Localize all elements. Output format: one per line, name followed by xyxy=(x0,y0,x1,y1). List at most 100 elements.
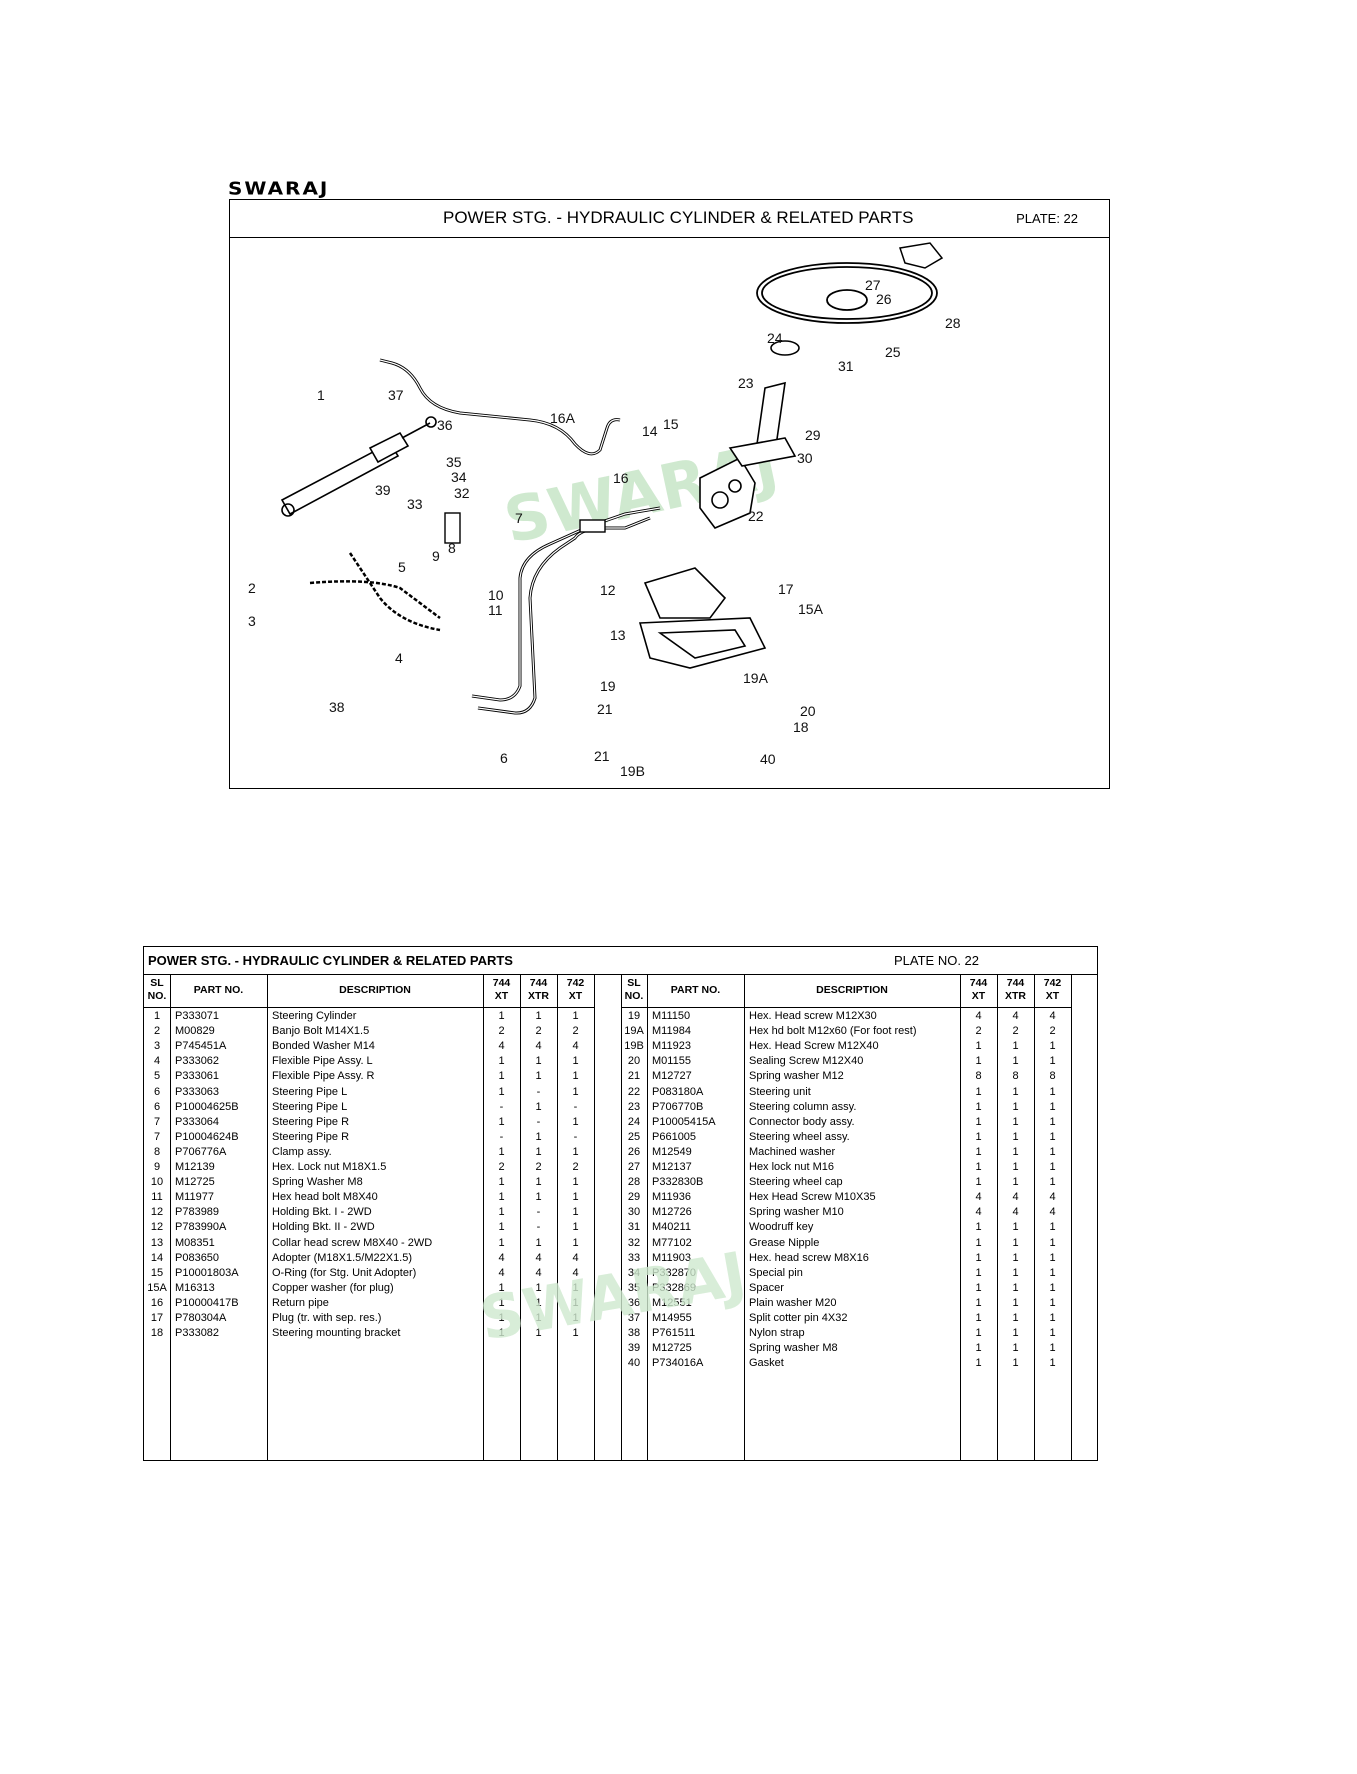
table-cell-m3: 4 xyxy=(1049,1191,1056,1204)
table-cell-sl: 7 xyxy=(153,1115,161,1128)
table-cell-m3: 1 xyxy=(572,1145,579,1158)
table-cell-part: P734016A xyxy=(652,1357,704,1370)
table-cell-m3: 1 xyxy=(1049,1145,1056,1158)
table-cell-m3: 1 xyxy=(572,1236,579,1249)
table-cell-sl: 31 xyxy=(627,1221,641,1234)
table-cell-m2: 2 xyxy=(1012,1025,1019,1038)
callout: 36 xyxy=(437,417,453,433)
column-header-m1: 744 XT xyxy=(492,977,511,1002)
callout: 25 xyxy=(885,344,901,360)
table-cell-part: M08351 xyxy=(175,1236,215,1249)
table-cell-m2: 1 xyxy=(535,1145,542,1158)
table-cell-part: P780304A xyxy=(175,1312,227,1324)
table-cell-desc: Bonded Washer M14 xyxy=(272,1040,375,1053)
table-cell-part: M00829 xyxy=(175,1025,215,1038)
return-pipe xyxy=(379,358,621,456)
parts-diagram-panel: POWER STG. - HYDRAULIC CYLINDER & RELATE… xyxy=(229,199,1110,789)
table-cell-part: M11923 xyxy=(652,1040,691,1053)
callout: 38 xyxy=(329,699,345,715)
table-cell-m1: 1 xyxy=(498,1070,505,1083)
callout: 33 xyxy=(407,496,423,512)
callout: 10 xyxy=(488,587,504,603)
callout: 13 xyxy=(610,627,626,643)
table-cell-desc: Steering Pipe R xyxy=(272,1130,350,1143)
table-cell-m2: 1 xyxy=(535,1176,542,1189)
table-cell-desc: Steering Pipe L xyxy=(272,1100,348,1113)
table-cell-m1: 1 xyxy=(975,1312,982,1324)
table-cell-m3: 1 xyxy=(1049,1040,1056,1053)
table-cell-part: P706776A xyxy=(175,1145,227,1158)
table-cell-m3: - xyxy=(573,1100,578,1113)
table-cell-m2: 4 xyxy=(1012,1010,1019,1022)
flexible-pipe-r xyxy=(348,552,441,632)
table-cell-desc: Hex. head screw M8X16 xyxy=(749,1251,869,1264)
table-cell-m3: 1 xyxy=(1049,1312,1056,1324)
callout: 39 xyxy=(375,482,391,498)
table-cell-desc: Banjo Bolt M14X1.5 xyxy=(272,1025,370,1038)
callout: 6 xyxy=(500,750,508,766)
callout: 5 xyxy=(398,559,406,575)
table-cell-m2: 1 xyxy=(1012,1085,1019,1098)
table-cell-part: P332830B xyxy=(652,1176,704,1189)
table-cell-m2: 1 xyxy=(1012,1312,1019,1324)
column-divider xyxy=(1071,975,1072,1460)
table-cell-part: P706770B xyxy=(652,1100,704,1113)
table-cell-m1: 2 xyxy=(975,1025,982,1038)
diagram-plate-number: PLATE: 22 xyxy=(1016,211,1078,226)
table-cell-m1: 4 xyxy=(975,1206,982,1219)
callout: 31 xyxy=(838,358,854,374)
table-cell-sl: 5 xyxy=(153,1070,161,1083)
table-cell-m1: 1 xyxy=(975,1130,982,1143)
table-cell-desc: Hex lock nut M16 xyxy=(749,1161,834,1173)
table-cell-m3: 1 xyxy=(572,1070,579,1083)
table-cell-m3: 4 xyxy=(1049,1206,1056,1219)
callout: 17 xyxy=(778,581,794,597)
column-divider xyxy=(267,975,268,1460)
table-cell-m3: 2 xyxy=(572,1161,579,1173)
table-cell-part: P745451A xyxy=(175,1040,227,1053)
table-cell-m2: 1 xyxy=(535,1010,542,1022)
table-cell-m3: 1 xyxy=(572,1281,579,1294)
table-cell-m3: 2 xyxy=(572,1025,579,1038)
callout: 16A xyxy=(550,410,576,426)
table-cell-m2: 1 xyxy=(1012,1251,1019,1264)
table-cell-part: M12549 xyxy=(652,1145,692,1158)
table-cell-sl: 8 xyxy=(153,1145,161,1158)
table-cell-sl: 23 xyxy=(627,1100,641,1113)
table-cell-sl: 19A xyxy=(624,1025,644,1038)
steering-column xyxy=(728,340,800,467)
table-cell-m3: 8 xyxy=(1049,1070,1056,1083)
table-plate-number: PLATE NO. 22 xyxy=(894,953,980,968)
table-cell-m2: 4 xyxy=(535,1040,542,1053)
table-cell-m2: 4 xyxy=(1012,1206,1019,1219)
table-cell-m1: 1 xyxy=(975,1236,982,1249)
table-cell-m2: 1 xyxy=(535,1130,542,1143)
table-cell-m2: 4 xyxy=(1012,1191,1019,1204)
table-cell-desc: Steering Pipe R xyxy=(272,1115,350,1128)
table-cell-m2: 1 xyxy=(1012,1161,1019,1173)
table-cell-m1: - xyxy=(499,1100,504,1113)
column-divider xyxy=(1034,975,1035,1460)
exploded-view-drawing: SWARAJ xyxy=(248,242,961,779)
table-cell-sl: 10 xyxy=(150,1176,164,1189)
table-cell-m1: 1 xyxy=(975,1266,982,1279)
table-cell-m3: 1 xyxy=(1049,1281,1056,1294)
table-cell-desc: Spring washer M8 xyxy=(749,1342,838,1355)
brand-logo: SWARAJ xyxy=(228,177,330,199)
table-cell-part: P10000417B xyxy=(175,1296,239,1309)
table-cell-m3: 1 xyxy=(1049,1100,1056,1113)
table-cell-sl: 25 xyxy=(627,1130,641,1143)
callout: 24 xyxy=(767,330,783,346)
table-header-bar: POWER STG. - HYDRAULIC CYLINDER & RELATE… xyxy=(144,947,1097,975)
table-cell-m1: 1 xyxy=(498,1236,505,1249)
table-cell-sl: 40 xyxy=(627,1357,641,1370)
table-cell-sl: 12 xyxy=(150,1206,164,1219)
table-cell-desc: Return pipe xyxy=(272,1296,329,1309)
table-cell-m2: 1 xyxy=(1012,1342,1019,1355)
table-cell-sl: 15A xyxy=(147,1281,167,1294)
table-cell-sl: 36 xyxy=(627,1296,641,1309)
table-cell-desc: Special pin xyxy=(749,1266,803,1279)
table-cell-m1: 1 xyxy=(498,1115,505,1128)
column-header-m3: 742 XT xyxy=(1043,977,1062,1002)
callout: 19A xyxy=(743,670,769,686)
